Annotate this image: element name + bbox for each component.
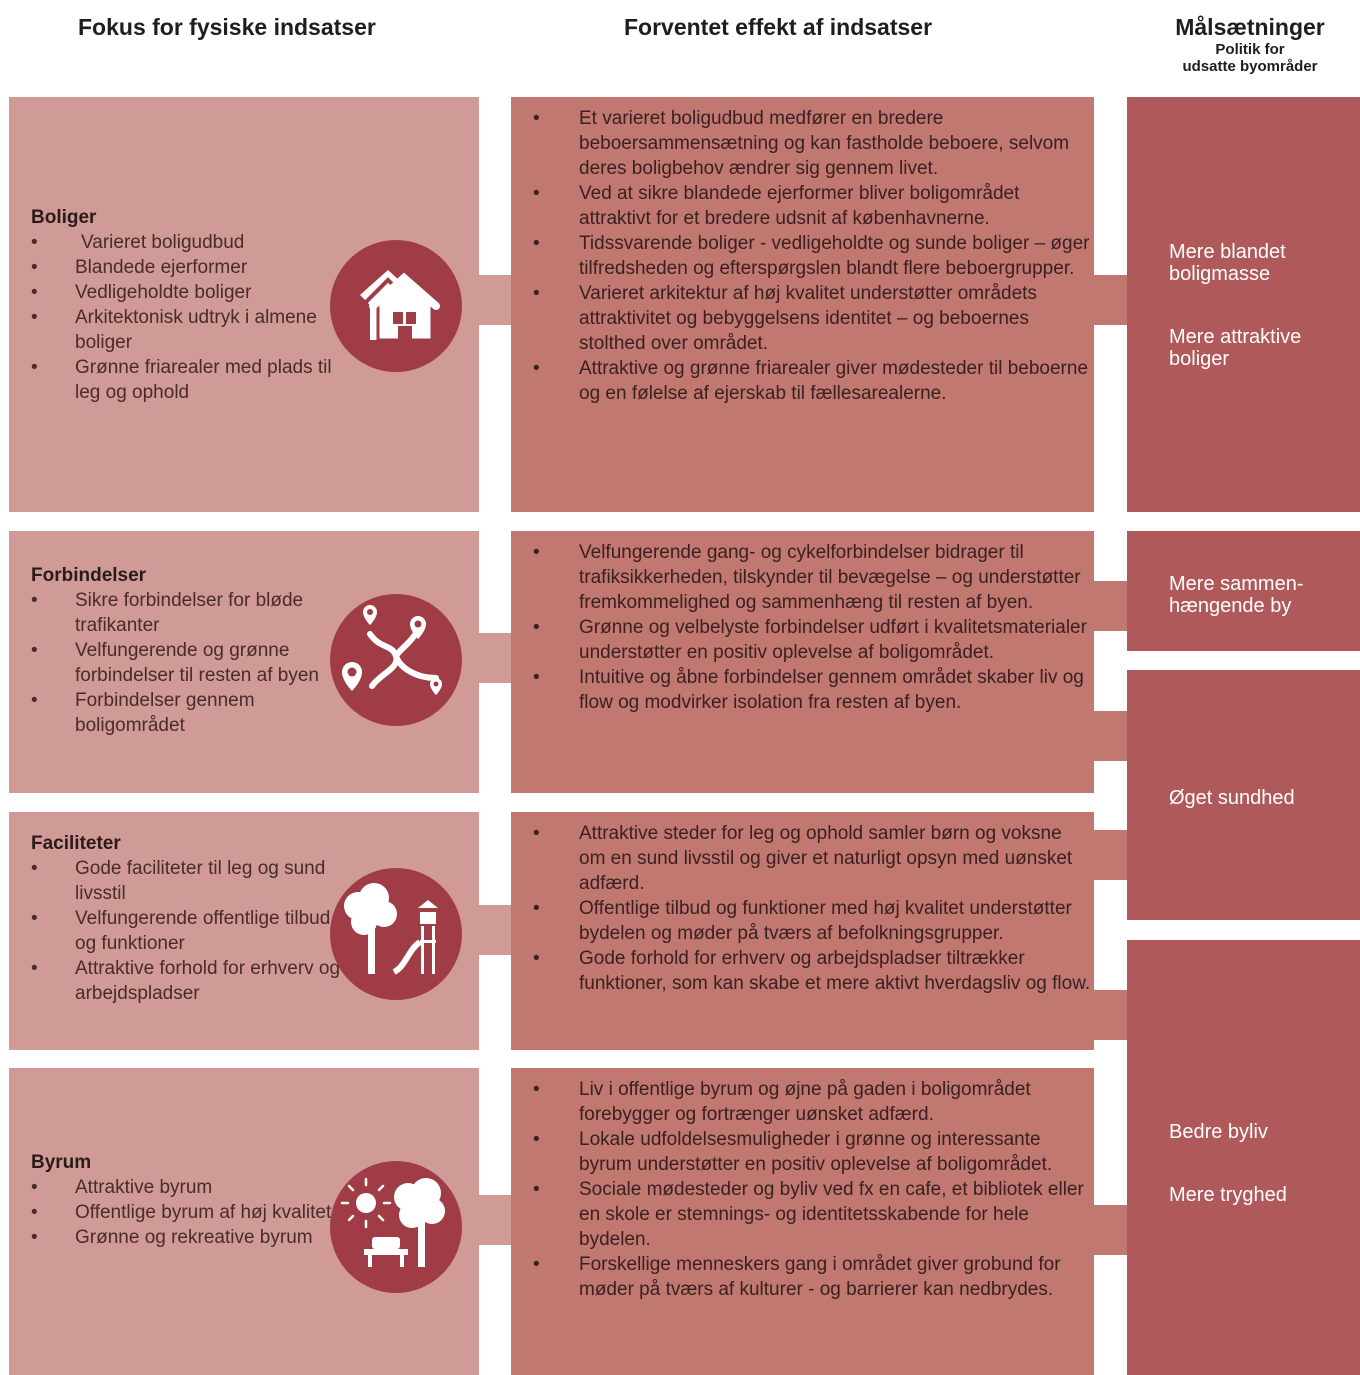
goal-line: Mere sammen- (1169, 573, 1304, 595)
list-item: Ved at sikre blandede ejerformer bliver … (533, 181, 1093, 231)
goal-box-connected: Mere sammen- hængende by (1127, 531, 1360, 651)
goal-text-4: Øget sundhed (1169, 787, 1295, 809)
list-item: Gode forhold for erhverv og arbejdsplads… (533, 946, 1093, 996)
goals-subtitle-1: Politik for (1215, 41, 1285, 58)
list-item: Grønne og velbelyste forbindelser udført… (533, 615, 1093, 665)
column-header-goals: Målsætninger Politik for udsatte byområd… (1140, 14, 1360, 75)
focus-list-forbindelser: Forbindelser Sikre forbindelser for blød… (31, 563, 351, 738)
goal-line: Mere blandet (1169, 241, 1286, 263)
tree-playground-icon (330, 868, 462, 1000)
goal-text-6: Mere tryghed (1169, 1184, 1287, 1206)
focus-list-boliger: Boliger Varieret boligudbud Blandede eje… (31, 205, 351, 405)
houses-icon (330, 240, 462, 372)
focus-box-faciliteter: Faciliteter Gode faciliteter til leg og … (9, 812, 479, 1050)
list-item: Vedligeholdte boliger (31, 280, 351, 305)
list-item: Intuitive og åbne forbindelser gennem om… (533, 665, 1093, 715)
focus-box-forbindelser: Forbindelser Sikre forbindelser for blød… (9, 531, 479, 793)
effect-box-faciliteter: Attraktive steder for leg og ophold saml… (511, 812, 1094, 1050)
goal-line: Mere attraktive (1169, 326, 1302, 348)
section-title-faciliteter: Faciliteter (31, 833, 121, 854)
route-pins-icon (330, 594, 462, 726)
goal-text-3: Mere sammen- hængende by (1169, 573, 1303, 617)
goals-title: Målsætninger (1175, 14, 1325, 40)
list-item: Sikre forbindelser for bløde trafikanter (31, 588, 351, 638)
section-title-forbindelser: Forbindelser (31, 565, 147, 586)
list-item: Arkitektonisk udtryk i almene boliger (31, 305, 351, 355)
goal-text-1: Mere blandet boligmasse (1169, 241, 1286, 285)
list-item: Tidssvarende boliger - vedligeholdte og … (533, 231, 1093, 281)
list-item: Et varieret boligudbud medfører en brede… (533, 106, 1093, 181)
focus-list-byrum: Byrum Attraktive byrum Offentlige byrum … (31, 1150, 351, 1250)
goal-box-citylife: Bedre byliv Mere tryghed (1127, 940, 1360, 1375)
column-header-focus: Fokus for fysiske indsatser (78, 14, 376, 40)
goal-line: hængende by (1169, 595, 1292, 617)
focus-list-faciliteter: Faciliteter Gode faciliteter til leg og … (31, 831, 351, 1006)
goal-line: boliger (1169, 348, 1230, 370)
list-item: Varieret boligudbud (31, 230, 351, 255)
list-item: Attraktive forhold for erhverv og arbejd… (31, 956, 351, 1006)
section-title-boliger: Boliger (31, 207, 97, 228)
list-item: Velfungerende og grønne forbindelser til… (31, 638, 351, 688)
sun-tree-bench-icon (330, 1161, 462, 1293)
effect-list-byrum: Liv i offentlige byrum og øjne på gaden … (533, 1077, 1093, 1302)
goal-line: boligmasse (1169, 263, 1271, 285)
effect-list-boliger: Et varieret boligudbud medfører en brede… (533, 106, 1093, 406)
list-item: Offentlige byrum af høj kvalitet (31, 1200, 351, 1225)
list-item: Liv i offentlige byrum og øjne på gaden … (533, 1077, 1093, 1127)
list-item: Grønne og rekreative byrum (31, 1225, 351, 1250)
goal-box-health: Øget sundhed (1127, 670, 1360, 920)
list-item: Gode faciliteter til leg og sund livssti… (31, 856, 351, 906)
focus-box-byrum: Byrum Attraktive byrum Offentlige byrum … (9, 1068, 479, 1375)
list-item: Offentlige tilbud og funktioner med høj … (533, 896, 1093, 946)
list-item: Forskellige menneskers gang i området gi… (533, 1252, 1093, 1302)
list-item: Velfungerende offentlige tilbud og funkt… (31, 906, 351, 956)
column-header-effect: Forventet effekt af indsatser (624, 14, 933, 40)
list-item: Lokale udfoldelsesmuligheder i grønne og… (533, 1127, 1093, 1177)
section-title-byrum: Byrum (31, 1152, 92, 1173)
effect-list-forbindelser: Velfungerende gang- og cykelforbindelser… (533, 540, 1093, 715)
list-item: Attraktive byrum (31, 1175, 351, 1200)
list-item: Sociale mødesteder og byliv ved fx en ca… (533, 1177, 1093, 1252)
goal-text-2: Mere attraktive boliger (1169, 326, 1301, 370)
effect-list-faciliteter: Attraktive steder for leg og ophold saml… (533, 821, 1093, 996)
list-item: Attraktive steder for leg og ophold saml… (533, 821, 1093, 896)
effect-box-forbindelser: Velfungerende gang- og cykelforbindelser… (511, 531, 1094, 793)
list-item: Blandede ejerformer (31, 255, 351, 280)
goal-box-housing: Mere blandet boligmasse Mere attraktive … (1127, 97, 1360, 512)
list-item: Grønne friarealer med plads til leg og o… (31, 355, 351, 405)
list-item: Velfungerende gang- og cykelforbindelser… (533, 540, 1093, 615)
list-item: Attraktive og grønne friarealer giver mø… (533, 356, 1093, 406)
goal-text-5: Bedre byliv (1169, 1121, 1268, 1143)
effect-box-byrum: Liv i offentlige byrum og øjne på gaden … (511, 1068, 1094, 1375)
effect-box-boliger: Et varieret boligudbud medfører en brede… (511, 97, 1094, 512)
focus-box-boliger: Boliger Varieret boligudbud Blandede eje… (9, 97, 479, 512)
list-item: Forbindelser gennem boligområdet (31, 688, 351, 738)
list-item: Varieret arkitektur af høj kvalitet unde… (533, 281, 1093, 356)
goals-subtitle-2: udsatte byområder (1182, 58, 1318, 75)
